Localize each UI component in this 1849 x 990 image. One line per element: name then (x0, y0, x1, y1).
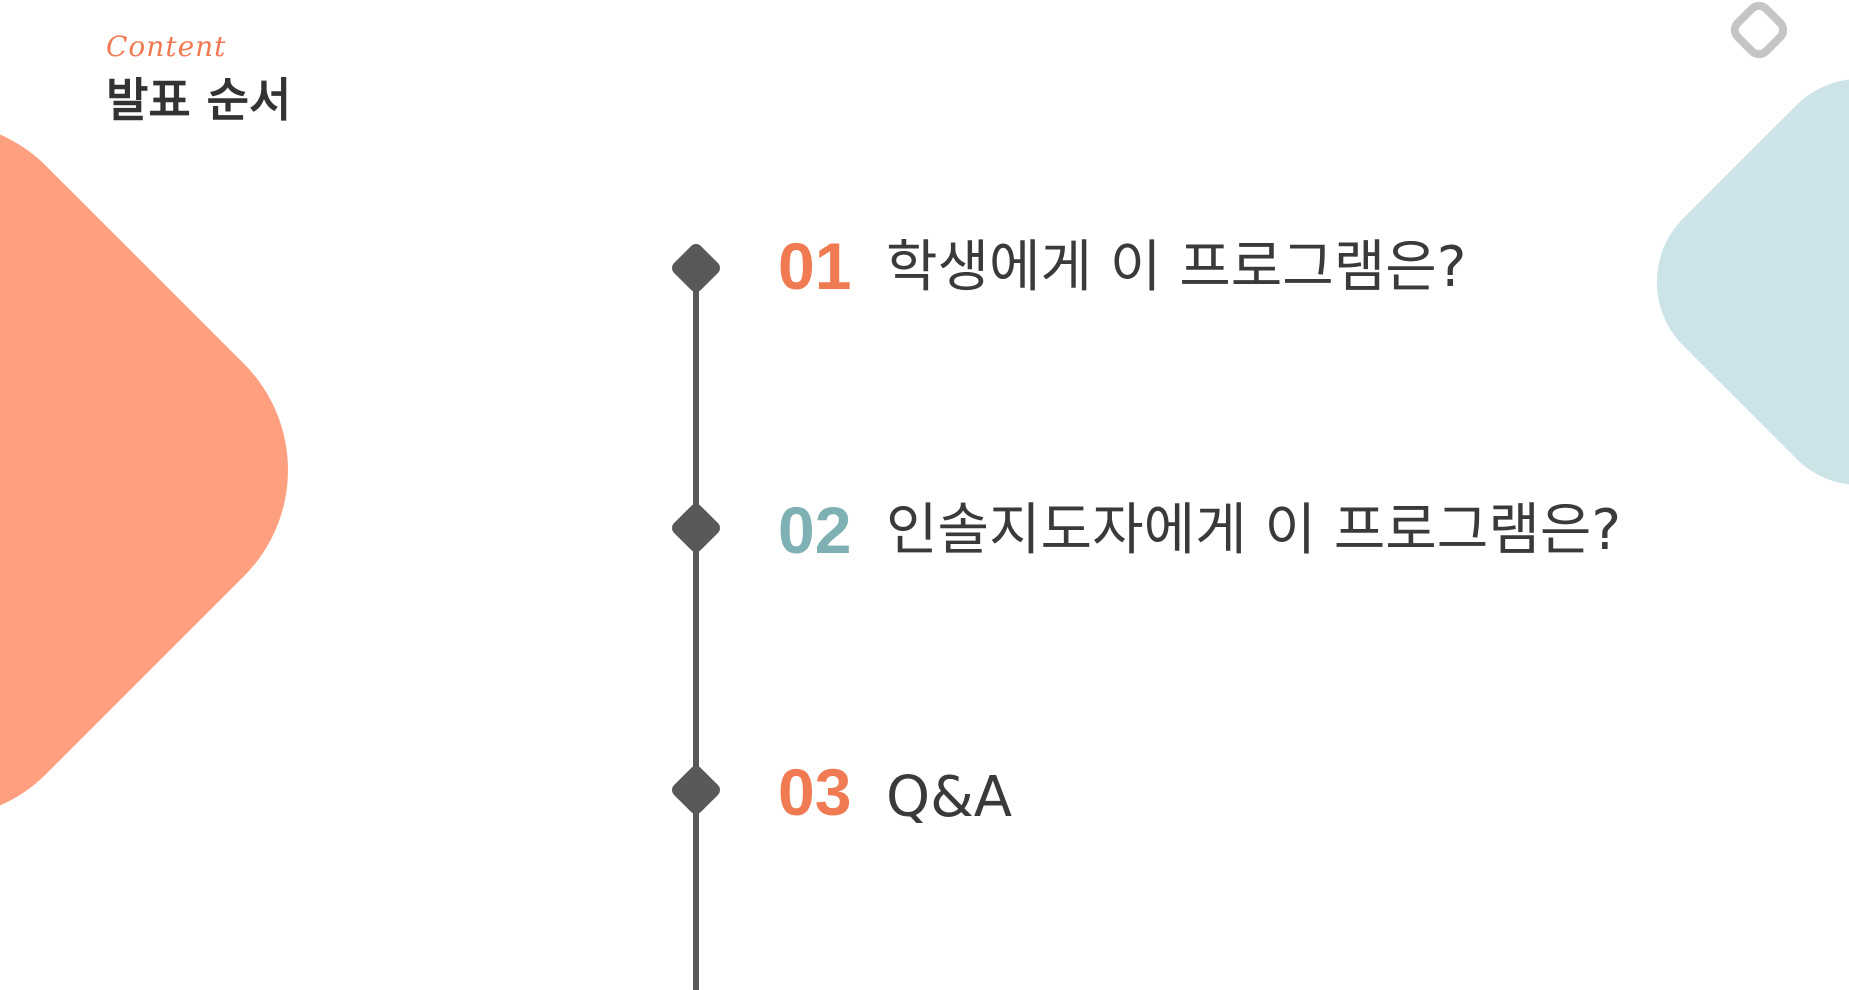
decorative-teal-shape (1619, 41, 1849, 523)
timeline-marker-1-icon (669, 241, 723, 295)
page-title: 발표 순서 (106, 73, 292, 127)
timeline-marker-3-icon (669, 763, 723, 817)
diamond-outline-icon (1725, 0, 1793, 64)
agenda-label-3: Q&A (886, 765, 1013, 830)
section-subtitle: Content (106, 30, 227, 63)
agenda-number-1: 01 (778, 229, 852, 303)
agenda-number-3: 03 (778, 755, 852, 829)
timeline-line (693, 258, 699, 990)
decorative-orange-shape (0, 59, 351, 881)
timeline-marker-2-icon (669, 501, 723, 555)
agenda-number-2: 02 (778, 493, 852, 567)
agenda-label-1: 학생에게 이 프로그램은? (886, 235, 1467, 300)
agenda-label-2: 인솔지도자에게 이 프로그램은? (886, 498, 1622, 563)
